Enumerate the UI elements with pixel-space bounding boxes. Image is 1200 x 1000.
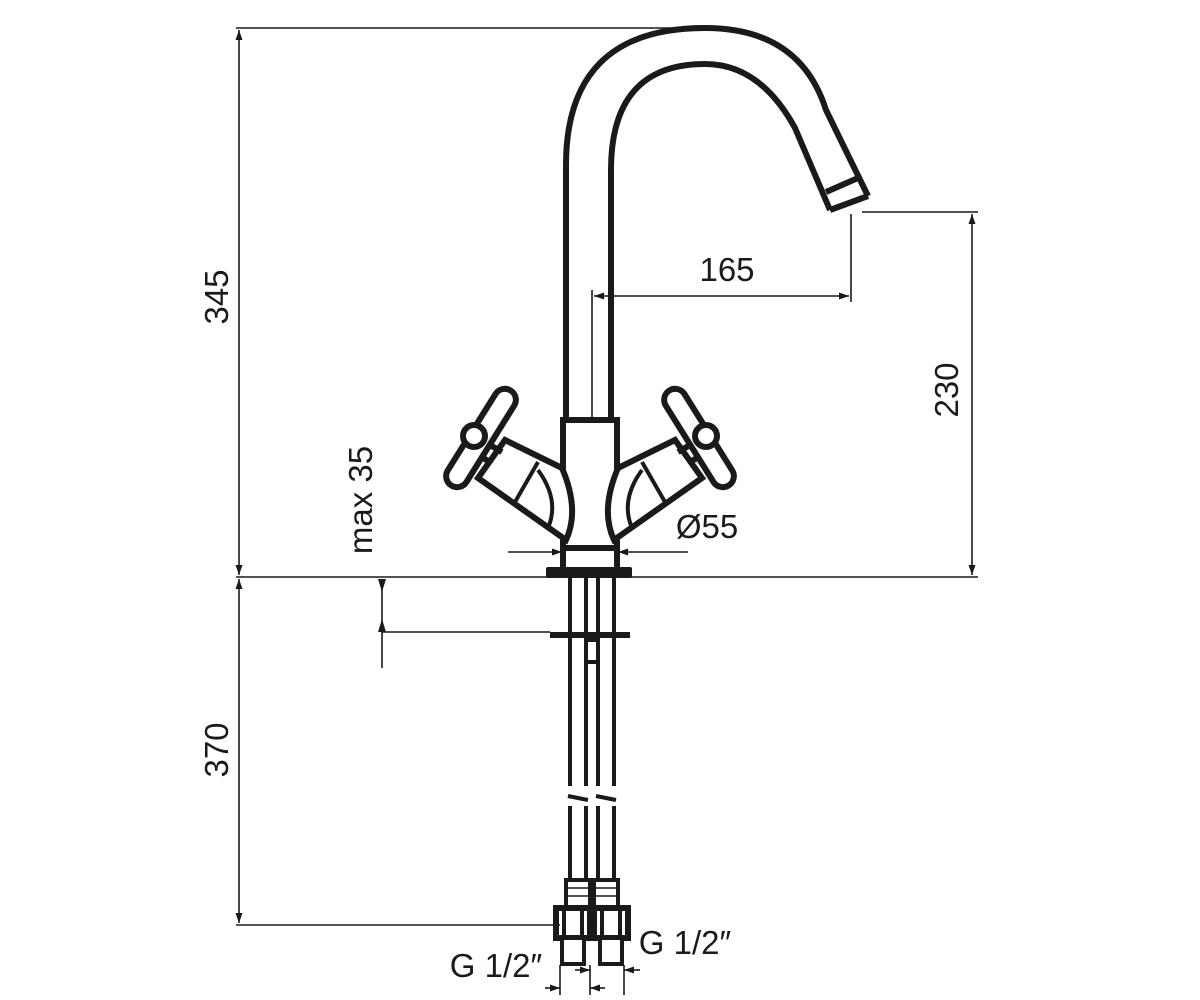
spout-outer xyxy=(563,24,871,418)
dimension-lines xyxy=(235,30,976,992)
spout-tip xyxy=(824,175,870,213)
right-connector-nut xyxy=(591,905,631,941)
dim-230-label: 230 xyxy=(928,362,965,417)
faucet-body xyxy=(443,24,871,578)
left-valve-detail xyxy=(513,461,555,529)
dim-max35-label: max 35 xyxy=(342,446,379,554)
right-cross-handle xyxy=(661,385,737,491)
dim-base-diameter-label: Ø55 xyxy=(676,508,738,545)
supply-hoses xyxy=(550,578,631,966)
fixing-nut xyxy=(550,632,630,638)
dim-165-label: 165 xyxy=(699,251,754,288)
left-valve-body xyxy=(473,436,576,545)
thread-left-label: G 1/2″ xyxy=(450,947,543,984)
dim-345-label: 345 xyxy=(198,269,235,324)
left-ferrule xyxy=(564,878,592,910)
right-ferrule xyxy=(592,878,620,910)
right-valve-body xyxy=(604,436,707,545)
left-cross-handle xyxy=(443,385,519,491)
dim-370-label: 370 xyxy=(198,722,235,777)
base-flange xyxy=(546,567,632,578)
extension-lines xyxy=(236,27,978,995)
thread-right-label: G 1/2″ xyxy=(639,924,732,961)
spout-inner xyxy=(608,60,833,418)
left-connector-nut xyxy=(553,905,593,941)
right-valve-detail xyxy=(625,461,667,529)
